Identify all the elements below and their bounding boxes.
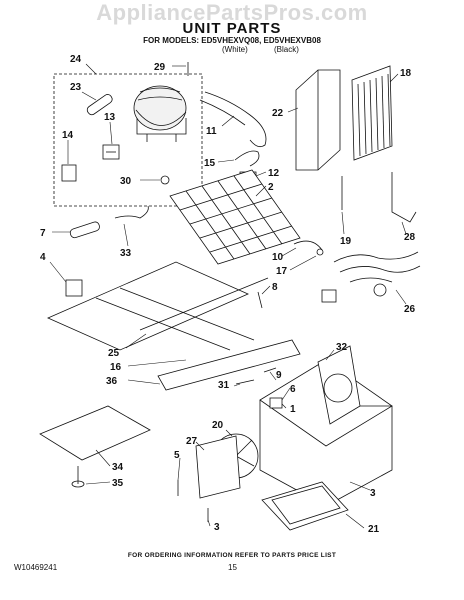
callout-27: 27 xyxy=(186,436,198,447)
page-number: 15 xyxy=(228,563,237,572)
variant-black: (Black) xyxy=(274,45,299,54)
watermark: AppliancePartsPros.com xyxy=(96,0,368,25)
grommet-part xyxy=(160,175,170,185)
thermistor-part xyxy=(69,221,100,239)
callout-3b: 3 xyxy=(214,522,220,533)
callout-7: 7 xyxy=(40,228,46,239)
callout-31: 31 xyxy=(218,380,230,391)
callout-21: 21 xyxy=(368,524,380,535)
callout-13: 13 xyxy=(104,112,116,123)
callout-8: 8 xyxy=(272,282,278,293)
callout-11: 11 xyxy=(206,126,217,137)
access-cover-part xyxy=(39,405,151,461)
callout-25: 25 xyxy=(108,348,120,359)
document-number: W10469241 xyxy=(14,563,58,572)
base-frame-part xyxy=(47,261,269,351)
callout-26: 26 xyxy=(404,304,416,315)
wire-33 xyxy=(114,205,149,219)
condenser-cover-part xyxy=(295,69,341,171)
relay-part xyxy=(61,164,77,182)
callout-9: 9 xyxy=(276,370,282,381)
condenser-coil-part xyxy=(351,65,393,161)
models-line: FOR MODELS: ED5VHEXVQ08, ED5VHEXVB08 xyxy=(143,36,321,45)
callout-labels: 24 29 23 13 14 30 11 22 18 15 12 2 7 33 … xyxy=(40,54,416,535)
callout-20: 20 xyxy=(212,420,224,431)
drain-pan-part xyxy=(261,481,349,531)
gasket-1 xyxy=(269,397,283,409)
variant-white: (White) xyxy=(222,45,248,54)
callout-24: 24 xyxy=(70,54,82,65)
compressor-part xyxy=(133,85,187,142)
callout-5: 5 xyxy=(174,450,180,461)
callout-15: 15 xyxy=(204,158,216,169)
evaporator-grid-part xyxy=(169,169,301,265)
callout-23: 23 xyxy=(70,82,82,93)
callout-34: 34 xyxy=(112,462,124,473)
callout-14: 14 xyxy=(62,130,74,141)
capacitor-part xyxy=(86,94,113,116)
machine-compartment-plate-part xyxy=(259,345,393,507)
ordering-note: FOR ORDERING INFORMATION REFER TO PARTS … xyxy=(127,552,337,559)
page-title: UNIT PARTS xyxy=(182,20,282,37)
callout-30: 30 xyxy=(120,176,132,187)
callout-16: 16 xyxy=(110,362,122,373)
bolt-31 xyxy=(235,379,255,385)
wiring-harness-part xyxy=(333,251,419,263)
callout-29: 29 xyxy=(154,62,166,73)
callout-6: 6 xyxy=(290,384,296,395)
wire-10 xyxy=(293,240,323,251)
callout-35: 35 xyxy=(112,478,124,489)
callout-33: 33 xyxy=(120,248,132,259)
tube-11 xyxy=(204,91,267,148)
callout-17: 17 xyxy=(276,266,288,277)
callout-36: 36 xyxy=(106,376,118,387)
callout-3a: 3 xyxy=(370,488,376,499)
callout-2: 2 xyxy=(268,182,274,193)
callout-10: 10 xyxy=(272,252,284,263)
fitting-17 xyxy=(316,248,324,256)
bracket-part xyxy=(65,279,83,297)
callout-4: 4 xyxy=(40,252,46,263)
callout-32: 32 xyxy=(336,342,348,353)
callout-28: 28 xyxy=(404,232,416,243)
callout-19: 19 xyxy=(340,236,352,247)
motor-bracket-part xyxy=(195,435,241,499)
callout-12: 12 xyxy=(268,168,280,179)
screw-8 xyxy=(257,291,263,309)
callout-18: 18 xyxy=(400,68,412,79)
rail-part xyxy=(157,339,301,391)
hose-part xyxy=(234,150,260,167)
callout-1: 1 xyxy=(290,404,296,415)
tube-28 xyxy=(391,172,417,223)
bolt-9 xyxy=(263,367,277,373)
callout-22: 22 xyxy=(272,108,284,119)
